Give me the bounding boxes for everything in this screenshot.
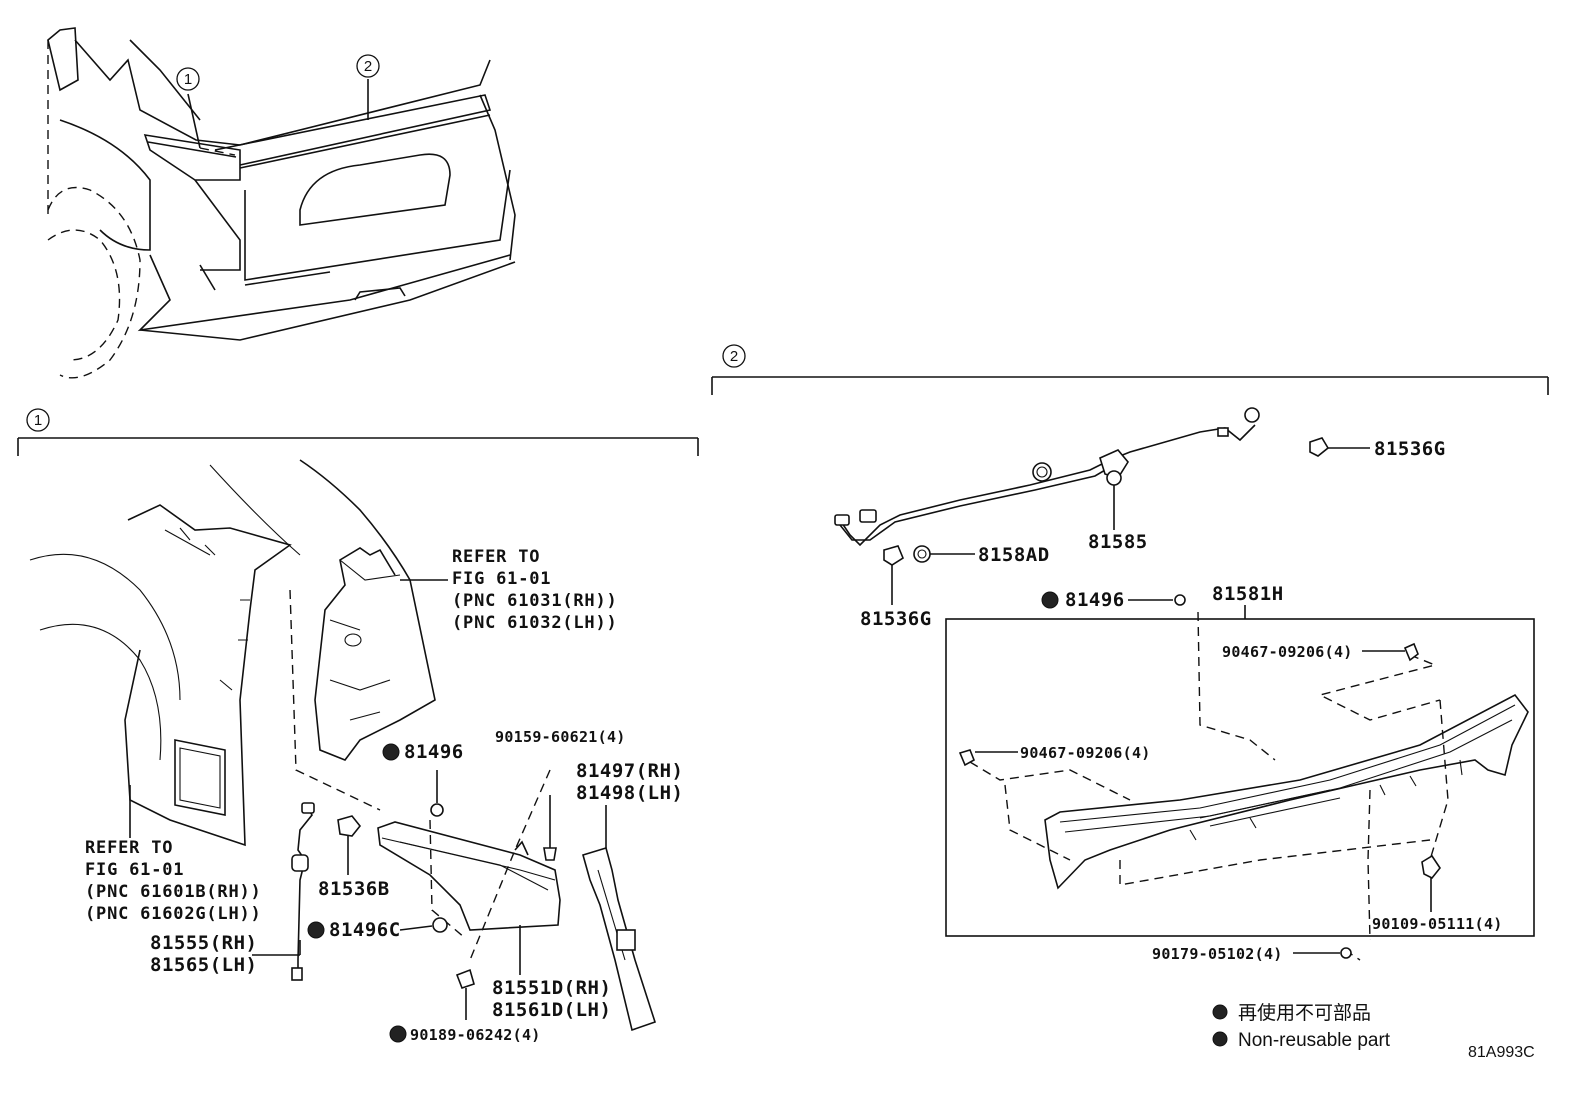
svg-text:2: 2 [364, 58, 372, 75]
inner-panel-illustration [299, 459, 448, 761]
label-81496-sec2: 81496 [1065, 589, 1125, 611]
socket-81536B [337, 815, 362, 875]
label-90159-60621: 90159-60621(4) [495, 728, 626, 746]
vehicle-overview-illustration [47, 27, 516, 379]
legend-en: Non-reusable part [1238, 1030, 1391, 1051]
label-8158AD: 8158AD [978, 544, 1050, 566]
garnish-81497 [582, 805, 657, 1032]
tail-lamp-81551D [377, 769, 561, 975]
svg-text:FIG 61-01: FIG 61-01 [452, 569, 551, 589]
svg-text:REFER TO: REFER TO [452, 547, 540, 567]
ref-fig-upper: REFER TO FIG 61-01 (PNC 61031(RH)) (PNC … [452, 547, 618, 633]
non-reusable-marker [389, 1025, 407, 1043]
legend: 再使用不可部品 Non-reusable part [1212, 1002, 1391, 1051]
svg-text:REFER TO: REFER TO [85, 838, 173, 858]
label-90467-09206-left: 90467-09206(4) [1020, 744, 1151, 762]
harness-81585 [834, 407, 1260, 547]
label-81561D-lh: 81561D(LH) [492, 999, 611, 1021]
clip-81496-sec1 [430, 803, 444, 817]
label-90179-05102: 90179-05102(4) [1152, 945, 1283, 963]
clip-81536G-top [1309, 437, 1370, 457]
non-reusable-marker [307, 921, 325, 939]
label-81536B: 81536B [318, 878, 390, 900]
clip-81536G-left [883, 545, 904, 605]
legend-jp: 再使用不可部品 [1238, 1002, 1371, 1024]
callout-1-overview: 1 [176, 67, 200, 91]
label-81536G-left: 81536G [860, 608, 932, 630]
bolt-90189 [455, 968, 475, 1020]
label-81498-lh: 81498(LH) [576, 782, 683, 804]
label-81551D-rh: 81551D(RH) [492, 977, 611, 999]
svg-text:1: 1 [34, 412, 42, 429]
label-81585: 81585 [1088, 531, 1148, 553]
ref-fig-lower: REFER TO FIG 61-01 (PNC 61601B(RH)) (PNC… [85, 838, 262, 924]
screw-90159 [543, 795, 557, 861]
nut-90179 [1293, 947, 1352, 959]
svg-text:FIG 61-01: FIG 61-01 [85, 860, 184, 880]
label-90467-09206-top: 90467-09206(4) [1222, 643, 1353, 661]
label-81581H: 81581H [1212, 583, 1284, 605]
non-reusable-marker [382, 743, 400, 761]
assembly-81581H-frame [945, 618, 1535, 937]
quarter-panel-illustration [29, 464, 301, 847]
label-81496C: 81496C [329, 919, 401, 941]
section-1-header: 1 [17, 408, 699, 456]
label-81497-rh: 81497(RH) [576, 760, 683, 782]
grommet-8158AD [913, 545, 975, 563]
svg-text:(PNC 61602G(LH)): (PNC 61602G(LH)) [85, 904, 262, 924]
figure-code: 81A993C [1468, 1044, 1535, 1061]
back-door-garnish-81581H [1044, 693, 1529, 890]
label-81565-lh: 81565(LH) [150, 954, 257, 976]
nut-81496C [432, 917, 448, 933]
svg-text:1: 1 [184, 71, 192, 88]
non-reusable-marker [1041, 591, 1059, 609]
svg-text:(PNC 61601B(RH)): (PNC 61601B(RH)) [85, 882, 262, 902]
label-81555-rh: 81555(RH) [150, 932, 257, 954]
clip-81496-sec2 [1128, 594, 1186, 606]
section-2-header: 2 [711, 344, 1549, 395]
label-90189-06242: 90189-06242(4) [410, 1026, 541, 1044]
nut-90109 [1421, 854, 1441, 912]
svg-text:(PNC 61032(LH)): (PNC 61032(LH)) [452, 613, 618, 633]
label-81536G-top: 81536G [1374, 438, 1446, 460]
svg-text:(PNC 61031(RH)): (PNC 61031(RH)) [452, 591, 618, 611]
label-90109-05111: 90109-05111(4) [1372, 915, 1503, 933]
clip-90467-left [958, 749, 1018, 767]
svg-text:2: 2 [730, 348, 738, 365]
callout-2-overview: 2 [356, 54, 380, 78]
lamp-wire-harness-81555 [252, 802, 315, 981]
clip-90467-top [1362, 642, 1419, 662]
label-81496: 81496 [404, 741, 464, 763]
